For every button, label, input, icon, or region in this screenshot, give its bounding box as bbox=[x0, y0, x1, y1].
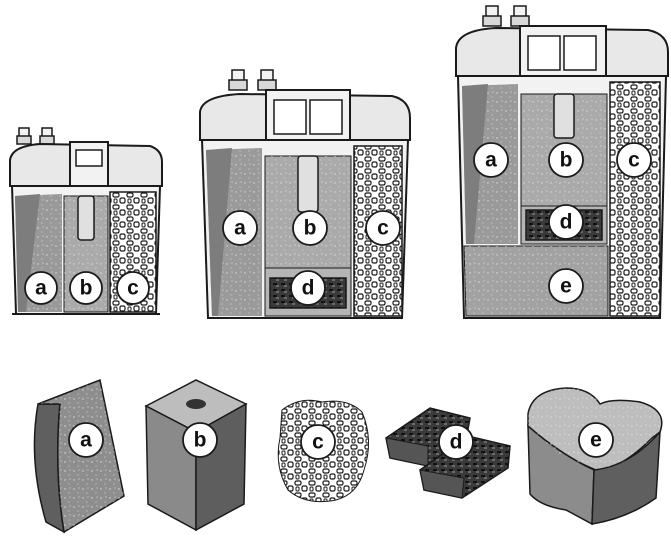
tap-valve-icon bbox=[482, 5, 530, 27]
intake-tube bbox=[297, 155, 319, 213]
ceramic-chamber-c bbox=[609, 81, 661, 317]
label-d: d bbox=[450, 431, 463, 454]
label-c: c bbox=[312, 431, 324, 454]
label-c: c bbox=[628, 149, 640, 172]
filter-large-labels: a b c d e bbox=[473, 142, 652, 304]
label-a: a bbox=[234, 217, 246, 240]
label-d: d bbox=[560, 211, 573, 234]
intake-tube bbox=[553, 93, 575, 139]
tap-valve-icon bbox=[228, 69, 277, 91]
label-e: e bbox=[590, 429, 602, 452]
label-a: a bbox=[35, 277, 47, 300]
label-b: b bbox=[304, 217, 317, 240]
tap-valve-icon bbox=[16, 127, 55, 145]
filter-small-labels: a b c bbox=[24, 271, 150, 305]
label-b: b bbox=[194, 429, 207, 452]
label-c: c bbox=[127, 277, 139, 300]
label-a: a bbox=[485, 149, 497, 172]
label-d: d bbox=[302, 277, 315, 300]
label-b: b bbox=[80, 277, 93, 300]
label-a: a bbox=[80, 429, 92, 452]
label-b: b bbox=[560, 149, 573, 172]
media-labels: a b c d e bbox=[68, 422, 614, 460]
sponge-a-shade bbox=[15, 194, 40, 312]
label-c: c bbox=[377, 217, 389, 240]
label-e: e bbox=[560, 275, 572, 298]
intake-tube bbox=[77, 195, 95, 241]
filter-medium-labels: a b c d bbox=[222, 210, 401, 306]
